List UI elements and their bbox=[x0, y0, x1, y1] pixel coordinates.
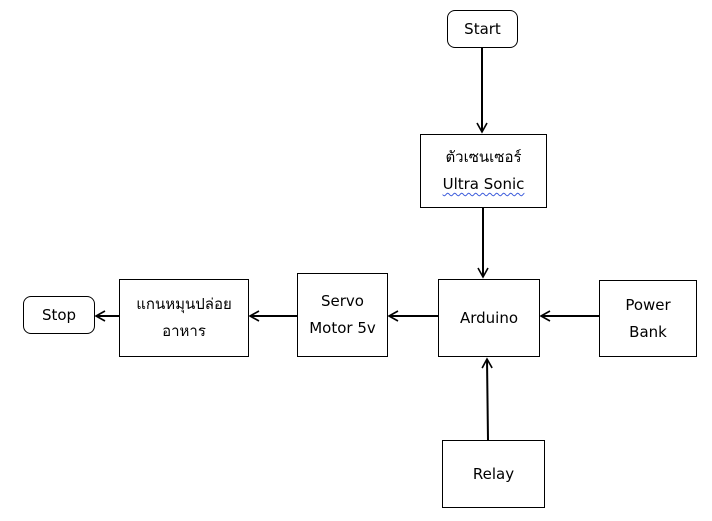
arduino-label: Arduino bbox=[459, 308, 519, 327]
start-label: Start bbox=[464, 19, 501, 38]
feed-axis-label-line2: อาหาร bbox=[162, 322, 206, 340]
feed-axis-node: แกนหมุนปล่อย อาหาร bbox=[119, 279, 249, 357]
stop-label: Stop bbox=[41, 305, 77, 324]
relay-node: Relay bbox=[442, 440, 545, 508]
sensor-node: ตัวเซนเซอร์ Ultra Sonic bbox=[420, 134, 547, 208]
servo-label-line2: Motor 5v bbox=[309, 319, 376, 337]
power-bank-label-line2: Bank bbox=[629, 322, 667, 341]
edge-relay-to-arduino bbox=[481, 357, 493, 441]
start-node: Start bbox=[447, 10, 518, 48]
feed-axis-label-line1: แกนหมุนปล่อย bbox=[136, 295, 232, 313]
sensor-label-thai: ตัวเซนเซอร์ bbox=[445, 148, 522, 166]
sensor-label-english: Ultra Sonic bbox=[442, 175, 525, 193]
stop-node: Stop bbox=[23, 296, 95, 334]
servo-node: Servo Motor 5v bbox=[297, 273, 388, 357]
relay-label: Relay bbox=[472, 464, 515, 483]
servo-label-line1: Servo bbox=[321, 292, 364, 310]
power-bank-node: Power Bank bbox=[599, 280, 697, 357]
power-bank-label-line1: Power bbox=[625, 295, 671, 314]
arduino-node: Arduino bbox=[438, 279, 540, 357]
